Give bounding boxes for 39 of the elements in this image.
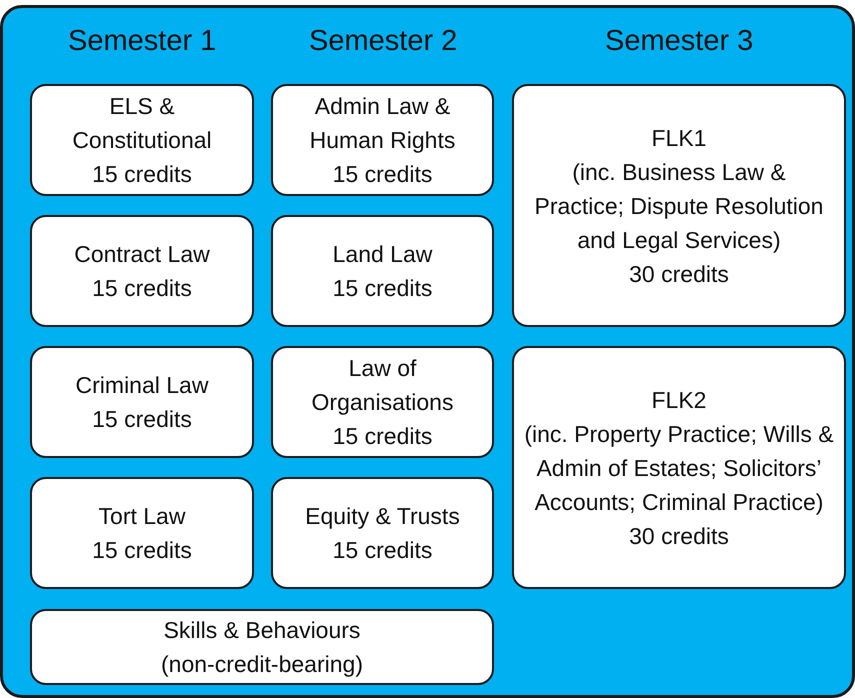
module-box [30,609,494,685]
module-box [271,215,494,327]
module-description: (inc. Property Practice; Wills & Admin of Estates; Solicitors’ Accounts; Criminal Practice) [523,420,835,517]
module-box [30,84,254,196]
module-box [512,84,846,327]
module-box [271,84,494,196]
credits-text: 30 credits [629,260,729,288]
module-title: Tort Law [98,502,186,531]
module-title: FLK1 [652,124,706,152]
module-title: Land Law [332,240,432,269]
credits-text: (non-credit-bearing) [161,650,363,679]
credits-text: 15 credits [92,274,192,303]
module-box [271,477,494,589]
credits-text: 15 credits [332,422,432,451]
credits-text: 15 credits [332,160,432,189]
credits-text: 15 credits [92,405,192,434]
credits-text: 15 credits [332,274,432,303]
credits-text: 30 credits [629,522,729,550]
module-title: Law of Organisations [310,354,454,417]
module-title: Admin Law & Human Rights [308,92,456,155]
module-box [30,215,254,327]
module-title: ELS & Constitutional [71,92,213,155]
column-heading: Semester 2 [309,24,458,58]
credits-text: 15 credits [332,536,432,565]
module-box [271,346,494,458]
panel-background [0,5,855,698]
module-title: Contract Law [74,240,210,269]
credits-text: 15 credits [92,160,192,189]
module-box [512,346,846,589]
column-heading: Semester 1 [68,24,216,58]
module-description: (inc. Business Law & Practice; Dispute Resolution and Legal Services) [534,158,824,255]
module-title: Skills & Behaviours [164,616,360,645]
column-heading: Semester 3 [605,24,754,58]
module-box [30,346,254,458]
module-box [30,477,254,589]
credits-text: 15 credits [92,536,192,565]
module-title: Equity & Trusts [305,502,460,531]
module-title: Criminal Law [76,371,208,400]
module-title: FLK2 [652,386,706,414]
